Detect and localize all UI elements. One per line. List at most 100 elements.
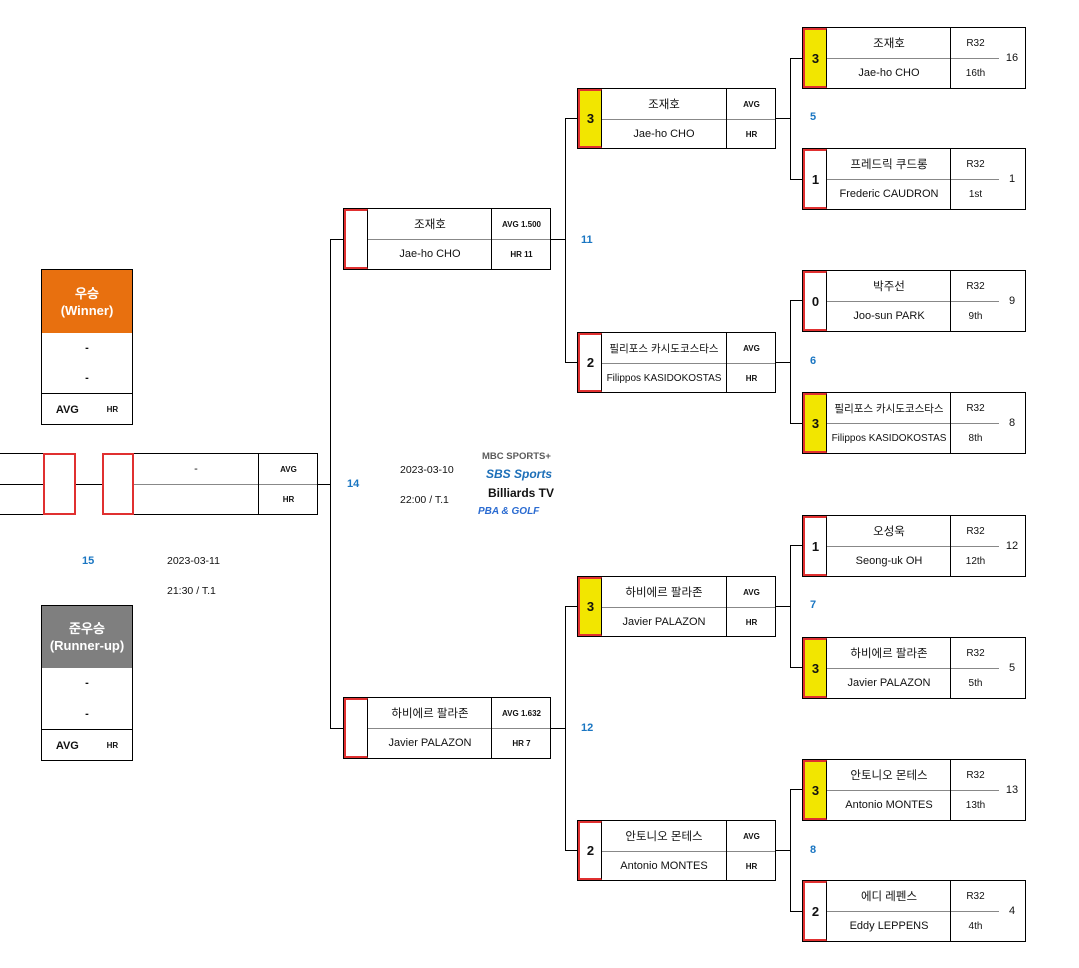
avg-label: AVG (743, 831, 760, 841)
avg-value: AVG 1.500 (502, 219, 541, 229)
seed-number: 4 (999, 880, 1026, 942)
winner-header: 우승 (Winner) (42, 270, 132, 333)
player-name-en: Jae-ho CHO (858, 67, 920, 79)
player-name-en: Seong-uk OH (855, 555, 923, 567)
r32-match[interactable]: 0 박주선 Joo-sun PARK R32 9th (802, 270, 1000, 332)
player-name-en: Javier PALAZON (388, 737, 472, 749)
hr-label: HR (745, 129, 758, 139)
player-name-ko: 하비에르 팔라존 (850, 648, 928, 660)
runnerup-name-ko: - (85, 677, 89, 689)
player-score (344, 698, 368, 758)
r32-match[interactable]: 3 필리포스 카시도코스타스 Filippos KASIDOKOSTAS R32… (802, 392, 1000, 454)
avg-value: AVG 1.632 (502, 708, 541, 718)
player-score: 1 (803, 516, 827, 576)
qf-match[interactable]: 하비에르 팔라존 Javier PALAZON AVG 1.632 HR 7 (343, 697, 551, 759)
r32-match[interactable]: 3 안토니오 몬테스 Antonio MONTES R32 13th (802, 759, 1000, 821)
match-number: 14 (347, 478, 360, 490)
final-left-slot (0, 453, 76, 515)
seed-number: 16 (999, 27, 1026, 89)
match-number: 12 (581, 722, 594, 734)
r32-match[interactable]: 3 하비에르 팔라존 Javier PALAZON R32 5th (802, 637, 1000, 699)
rank-label: 12th (965, 555, 986, 567)
r32-match[interactable]: 2 에디 레펜스 Eddy LEPPENS R32 4th (802, 880, 1000, 942)
player-score: 3 (803, 760, 827, 820)
player-name-ko: 하비에르 팔라존 (391, 708, 469, 720)
round-label: R32 (966, 525, 985, 537)
player-name-ko: 에디 레펜스 (860, 891, 918, 903)
r32-match[interactable]: 1 프레드릭 쿠드롱 Frederic CAUDRON R32 1st (802, 148, 1000, 210)
seed-number: 1 (999, 148, 1026, 210)
r16-match[interactable]: 2 필리포스 카시도코스타스 Filippos KASIDOKOSTAS AVG… (577, 332, 776, 393)
match-number: 7 (810, 599, 817, 611)
hr-label: HR (745, 373, 758, 383)
hr-label: HR (745, 617, 758, 627)
rank-label: 5th (968, 677, 983, 689)
runnerup-title: 준우승 (69, 621, 105, 636)
seed-number: 5 (999, 637, 1026, 699)
round-label: R32 (966, 769, 985, 781)
round-label: R32 (966, 647, 985, 659)
player-name-ko: 안토니오 몬테스 (625, 831, 703, 843)
rank-label: 4th (968, 920, 983, 932)
player-name-en: Antonio MONTES (620, 860, 708, 872)
round-label: R32 (966, 402, 985, 414)
avg-label: AVG (743, 587, 760, 597)
player-name-ko: 안토니오 몬테스 (850, 770, 928, 782)
avg-label: AVG (55, 739, 79, 752)
player-name-ko: 오성욱 (873, 526, 905, 538)
player-name-en: Jae-ho CHO (399, 248, 461, 260)
semifinal-date: 2023-03-10 (400, 464, 454, 476)
seed-number: 12 (999, 515, 1026, 577)
winner-box: 우승 (Winner) - - AVG HR (41, 269, 133, 425)
player-name-en: Antonio MONTES (845, 799, 933, 811)
player-name-ko: 프레드릭 쿠드롱 (850, 159, 928, 171)
avg-label: AVG (280, 464, 297, 474)
player-name-en: Javier PALAZON (847, 677, 931, 689)
player-name-en: Filippos KASIDOKOSTAS (831, 432, 947, 444)
player-score: 3 (578, 577, 602, 636)
player-score (344, 209, 368, 269)
rank-label: 1st (968, 188, 983, 200)
player-name-ko: 필리포스 카시도코스타스 (834, 402, 944, 415)
score-slot (43, 453, 76, 515)
final-date: 2023-03-11 (167, 555, 220, 567)
match-number: 15 (82, 555, 95, 567)
round-label: R32 (966, 37, 985, 49)
winner-title: 우승 (75, 285, 99, 301)
player-score: 0 (803, 271, 827, 331)
r32-match[interactable]: 3 조재호 Jae-ho CHO R32 16th (802, 27, 1000, 89)
rank-label: 8th (968, 432, 983, 444)
hr-label: HR (106, 741, 119, 750)
player-name-ko: 박주선 (873, 281, 905, 293)
player-name-ko: 필리포스 카시도코스타스 (609, 342, 719, 355)
score-slot (102, 453, 134, 515)
runnerup-header: 준우승 (Runner-up) (42, 606, 132, 668)
seed-number: 9 (999, 270, 1026, 332)
rank-label: 9th (968, 310, 983, 322)
player-score: 2 (578, 333, 602, 392)
hr-value: HR 11 (510, 249, 533, 259)
r32-match[interactable]: 1 오성욱 Seong-uk OH R32 12th (802, 515, 1000, 577)
billiards-tv-logo: Billiards TV (488, 486, 555, 500)
final-right-slot: - AVG HR (102, 453, 318, 515)
r16-match[interactable]: 3 하비에르 팔라존 Javier PALAZON AVG HR (577, 576, 776, 637)
r16-match[interactable]: 2 안토니오 몬테스 Antonio MONTES AVG HR (577, 820, 776, 881)
hr-value: HR 7 (512, 738, 531, 748)
player-name-ko: 하비에르 팔라존 (625, 587, 703, 599)
match-number: 5 (810, 111, 817, 123)
round-label: R32 (966, 890, 985, 902)
runnerup-stats: AVG HR (42, 730, 132, 761)
avg-label: AVG (743, 99, 760, 109)
qf-match[interactable]: 조재호 Jae-ho CHO AVG 1.500 HR 11 (343, 208, 551, 270)
player-score: 1 (803, 149, 827, 209)
mbc-sports-logo: MBC SPORTS+ (482, 451, 551, 462)
avg-label: AVG (55, 403, 79, 416)
hr-label: HR (282, 494, 295, 504)
player-score: 2 (578, 821, 602, 880)
winner-stats: AVG HR (42, 394, 132, 425)
seed-number: 8 (999, 392, 1026, 454)
player-name-ko: 조재호 (648, 99, 680, 111)
player-name-en: Filippos KASIDOKOSTAS (606, 372, 722, 384)
player-name-en: Jae-ho CHO (633, 128, 695, 140)
r16-match[interactable]: 3 조재호 Jae-ho CHO AVG HR (577, 88, 776, 149)
